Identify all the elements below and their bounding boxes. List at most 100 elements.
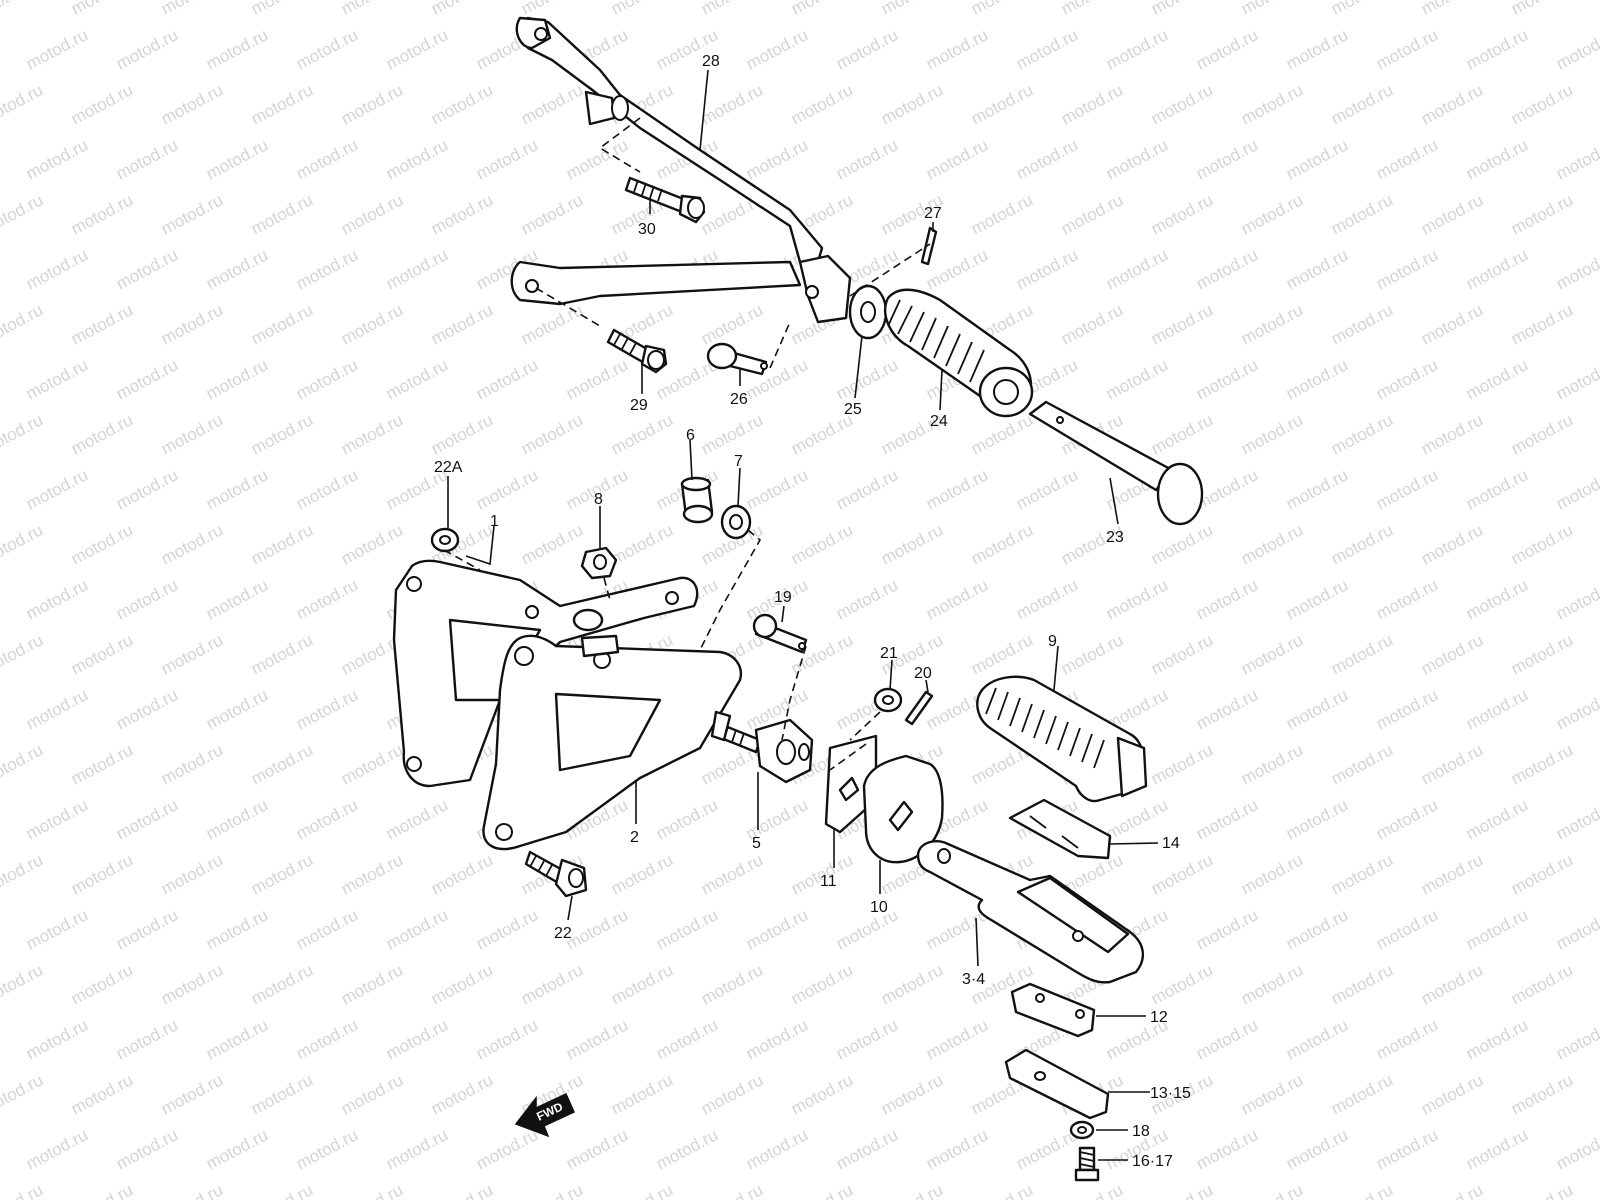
watermark-text: motod.ru (248, 80, 316, 128)
watermark-text: motod.ru (293, 905, 361, 953)
watermark-text: motod.ru (1373, 1125, 1441, 1173)
watermark-text: motod.ru (1328, 740, 1396, 788)
fwd-arrow: FWD (514, 1092, 575, 1138)
callout-22: 22 (554, 925, 572, 942)
watermark-text: motod.ru (1553, 465, 1600, 513)
watermark-text: motod.ru (248, 740, 316, 788)
watermark-text: motod.ru (23, 1125, 91, 1173)
watermark-text: motod.ru (1373, 355, 1441, 403)
part-3-4-footpeg-body (916, 840, 1144, 984)
watermark-text: motod.ru (338, 300, 406, 348)
watermark-text: motod.ru (923, 245, 991, 293)
watermark-text: motod.ru (113, 795, 181, 843)
watermark-text: motod.ru (248, 1180, 316, 1200)
watermark-text: motod.ru (203, 905, 271, 953)
watermark-text: motod.ru (1148, 190, 1216, 238)
part-1-rear-bracket (392, 559, 699, 788)
watermark-text: motod.ru (0, 355, 1, 403)
watermark-text: motod.ru (203, 575, 271, 623)
watermark-text: motod.ru (1508, 410, 1576, 458)
part-21-washer (873, 687, 903, 713)
watermark-text: motod.ru (518, 80, 586, 128)
watermark-text: motod.ru (1013, 575, 1081, 623)
watermark-text: motod.ru (1463, 575, 1531, 623)
watermark-text: motod.ru (428, 0, 496, 19)
watermark-text: motod.ru (1373, 905, 1441, 953)
watermark-text: motod.ru (1328, 1180, 1396, 1200)
watermark-text: motod.ru (1463, 685, 1531, 733)
watermark-text: motod.ru (1463, 25, 1531, 73)
watermark-text: motod.ru (1418, 300, 1486, 348)
watermark-text: motod.ru (833, 355, 901, 403)
watermark-text: motod.ru (608, 410, 676, 458)
part-26-pin (706, 342, 768, 376)
watermark-text: motod.ru (1463, 1015, 1531, 1063)
watermark-text: motod.ru (1148, 850, 1216, 898)
watermark-text: motod.ru (113, 1015, 181, 1063)
watermark-text: motod.ru (68, 740, 136, 788)
watermark-text: motod.ru (68, 300, 136, 348)
watermark-text: motod.ru (248, 300, 316, 348)
watermark-text: motod.ru (158, 520, 226, 568)
watermark-text: motod.ru (1238, 410, 1306, 458)
watermark-text: motod.ru (203, 795, 271, 843)
watermark-text: motod.ru (788, 1070, 856, 1118)
callout-25: 25 (844, 401, 862, 418)
watermark-text: motod.ru (788, 1180, 856, 1200)
watermark-text: motod.ru (1103, 575, 1171, 623)
watermark-text: motod.ru (1553, 575, 1600, 623)
part-20-cotter-pin (904, 690, 934, 726)
watermark-text: motod.ru (743, 905, 811, 953)
watermark-text: motod.ru (1418, 960, 1486, 1008)
watermark-text: motod.ru (608, 1070, 676, 1118)
watermark-text: motod.ru (113, 1125, 181, 1173)
watermark-text: motod.ru (563, 135, 631, 183)
callout-9: 9 (1048, 633, 1057, 650)
watermark-text: motod.ru (1193, 905, 1261, 953)
watermark-text: motod.ru (428, 80, 496, 128)
part-25-washer (848, 284, 888, 340)
watermark-text: motod.ru (518, 190, 586, 238)
watermark-text: motod.ru (248, 960, 316, 1008)
watermark-text: motod.ru (698, 300, 766, 348)
watermark-text: motod.ru (248, 0, 316, 19)
watermark-text: motod.ru (23, 135, 91, 183)
watermark-text: motod.ru (1283, 1015, 1351, 1063)
watermark-text: motod.ru (0, 630, 46, 678)
watermark-text: motod.ru (1373, 685, 1441, 733)
watermark-text: motod.ru (1238, 850, 1306, 898)
watermark-text: motod.ru (698, 410, 766, 458)
watermark-text: motod.ru (68, 190, 136, 238)
callout-20: 20 (914, 665, 932, 682)
watermark-text: motod.ru (1508, 630, 1576, 678)
watermark-text: motod.ru (968, 190, 1036, 238)
watermark-text: motod.ru (1463, 245, 1531, 293)
watermark-text: motod.ru (1328, 80, 1396, 128)
watermark-text: motod.ru (1103, 245, 1171, 293)
part-13-15-plate (1004, 1048, 1110, 1120)
part-23-long-pin (1028, 400, 1204, 526)
watermark-text: motod.ru (743, 1125, 811, 1173)
watermark-text: motod.ru (1553, 905, 1600, 953)
watermark-text: motod.ru (1553, 25, 1600, 73)
watermark-text: motod.ru (338, 190, 406, 238)
watermark-text: motod.ru (1103, 355, 1171, 403)
watermark-text: motod.ru (1193, 245, 1261, 293)
watermark-text: motod.ru (113, 25, 181, 73)
watermark-text: motod.ru (788, 520, 856, 568)
watermark-text: motod.ru (338, 410, 406, 458)
watermark-text: motod.ru (1283, 685, 1351, 733)
watermark-text: motod.ru (1508, 1070, 1576, 1118)
watermark-text: motod.ru (743, 25, 811, 73)
watermark-text: motod.ru (1553, 795, 1600, 843)
watermark-text: motod.ru (158, 410, 226, 458)
watermark-text: motod.ru (23, 25, 91, 73)
watermark-text: motod.ru (1193, 1125, 1261, 1173)
watermark-text: motod.ru (1148, 0, 1216, 19)
watermark-text: motod.ru (473, 355, 541, 403)
watermark-text: motod.ru (383, 795, 451, 843)
watermark-text: motod.ru (743, 465, 811, 513)
watermark-text: motod.ru (23, 795, 91, 843)
watermark-text: motod.ru (23, 685, 91, 733)
watermark-text: motod.ru (23, 905, 91, 953)
